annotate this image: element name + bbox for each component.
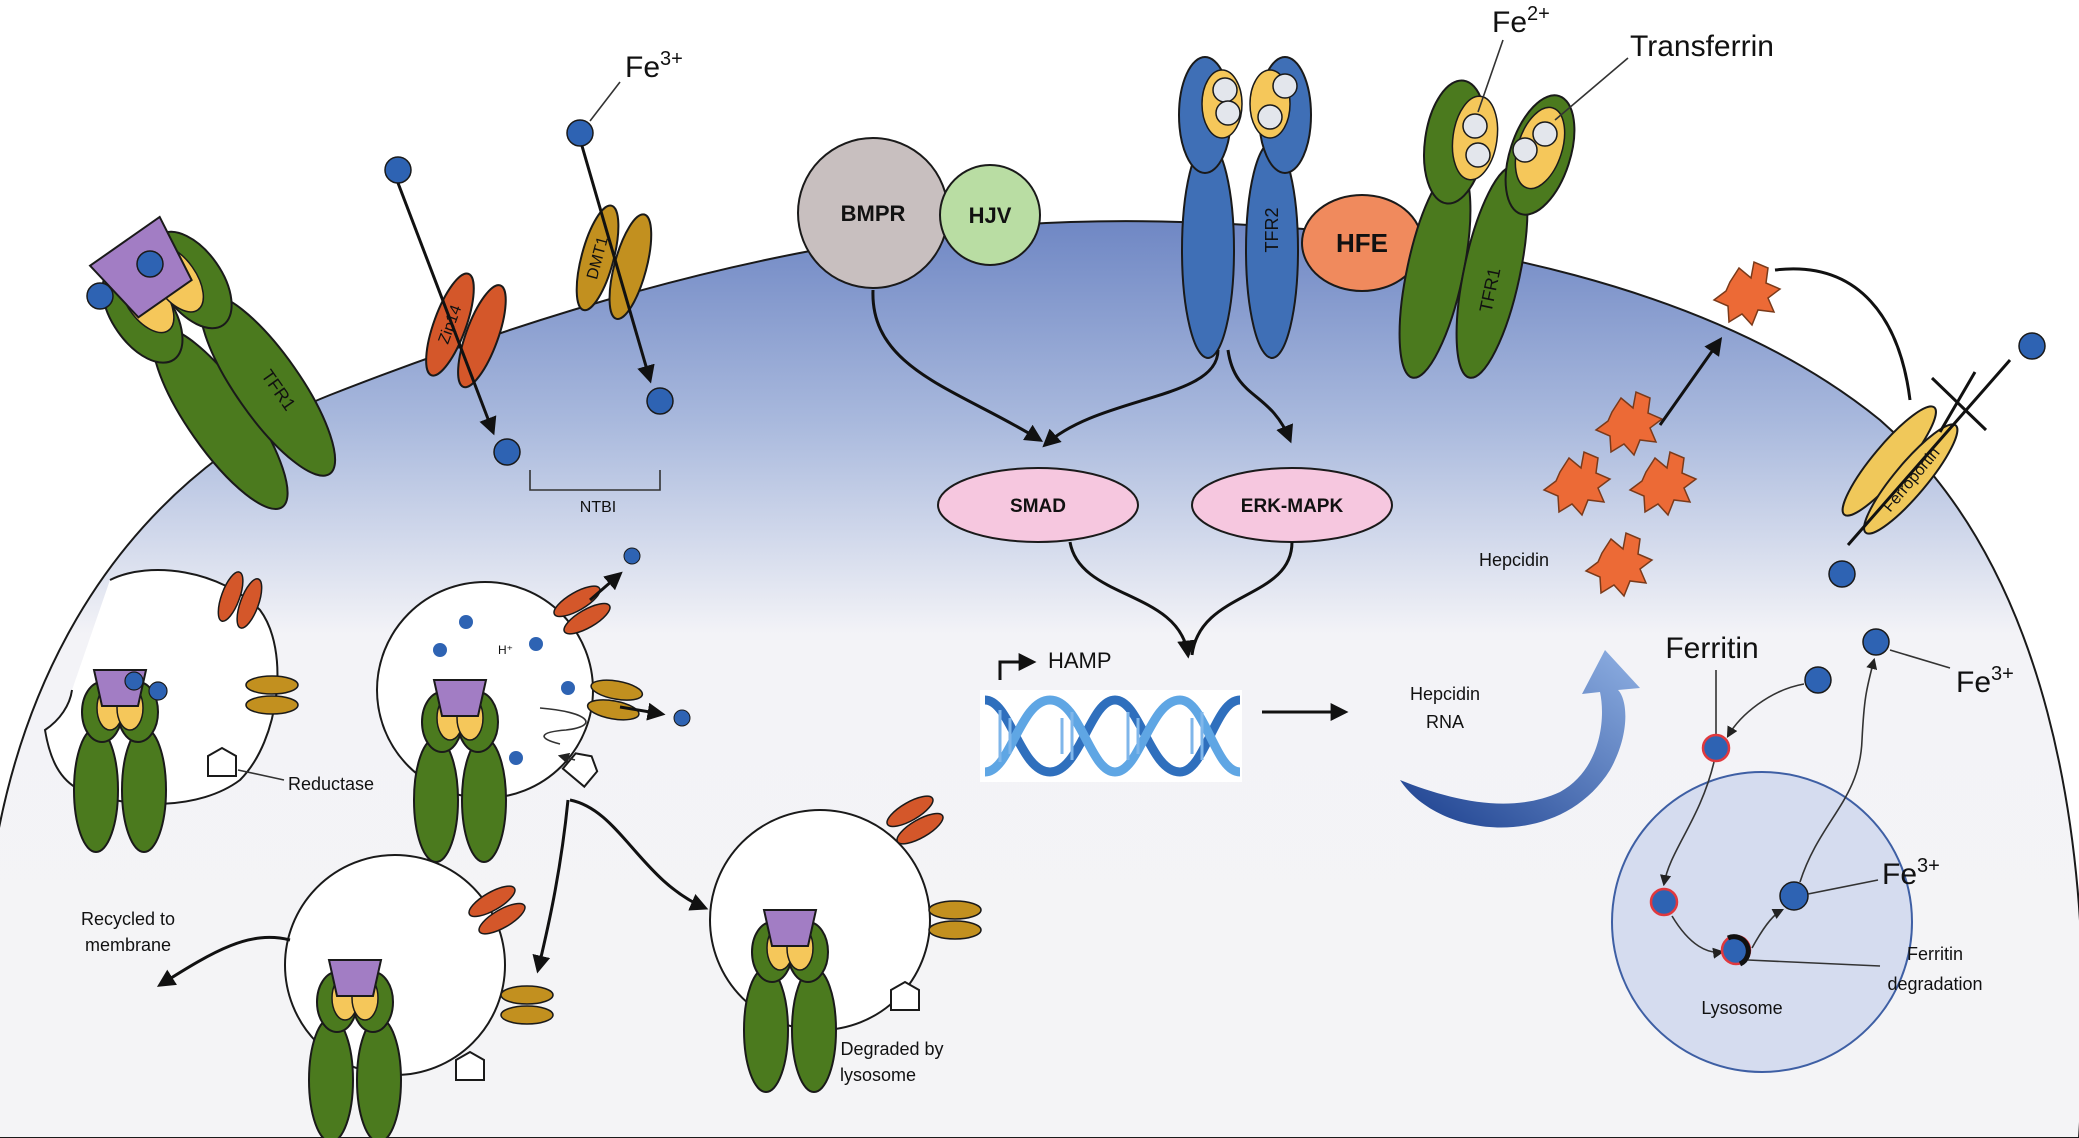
hamp-label: HAMP <box>1048 648 1112 673</box>
ferritin-degradation-arrow <box>1671 915 1725 959</box>
iron-atom <box>86 282 114 310</box>
degraded-label-1: Degraded by <box>840 1039 943 1059</box>
ferroportin-export-path <box>1846 359 2012 546</box>
recycled-label-1: Recycled to <box>81 909 175 929</box>
hepcidin-to-ferroportin-arc <box>1774 267 1912 401</box>
iron-atom <box>623 547 641 565</box>
iron-atom <box>509 751 523 765</box>
iron-atom <box>136 250 164 278</box>
hjv-coreceptor <box>939 164 1041 266</box>
ferritin-into-lysosome-arrow <box>1660 761 1715 887</box>
hfe-label: HFE <box>1336 228 1388 258</box>
iron-release-arrow <box>1751 908 1785 949</box>
hepcidin-rna-label-2: RNA <box>1426 712 1464 732</box>
iron-atom <box>124 671 144 691</box>
recycled-arrow <box>156 935 291 987</box>
released-iron <box>1779 881 1809 911</box>
iron-atom <box>529 637 543 651</box>
hepcidin-peptides <box>1542 260 1782 598</box>
iron-atom <box>459 615 473 629</box>
fe3-lyso-label: Fe3+ <box>1882 855 1940 891</box>
bmpr-to-smad-arrow <box>871 289 1044 442</box>
recycled-label-2: membrane <box>85 935 171 955</box>
ferritin-in-lysosome <box>1649 887 1679 917</box>
tfr1-right-complex: TFR1 <box>1398 79 1576 379</box>
hepcidin-label: Hepcidin <box>1479 550 1549 570</box>
lysosome <box>1611 771 1913 1073</box>
degraded-label-2: lysosome <box>840 1065 916 1085</box>
iron-atom <box>148 681 168 701</box>
iron-release-squiggle <box>539 707 587 745</box>
iron-atom <box>646 387 674 415</box>
tfr1-left-complex: TFR1 <box>88 215 337 510</box>
hjv-label: HJV <box>969 203 1012 228</box>
ntbi-label: NTBI <box>580 499 616 516</box>
zip14-transporter: Zip14 <box>425 272 507 389</box>
iron-atom <box>566 119 594 147</box>
fe3-right-label: Fe3+ <box>1956 663 2014 699</box>
to-recycling-endosome-arrow <box>532 799 570 974</box>
ferritin-degradation-label-1: Ferritin <box>1907 944 1963 964</box>
lysosome-label: Lysosome <box>1701 998 1782 1018</box>
fe2-pointer-line <box>1477 39 1504 113</box>
smad-node <box>937 467 1139 543</box>
tfr2-receptor: TFR2 <box>1178 56 1312 359</box>
fe3-lyso-pointer-line <box>1807 879 1879 895</box>
block-x-1 <box>1930 376 1988 432</box>
tfr2-to-erk-arrow <box>1226 349 1293 444</box>
ferritin-degradation-label-2: degradation <box>1887 974 1982 994</box>
zip14-import-arrow <box>396 182 497 436</box>
tfr2-to-smad-arrow <box>1042 349 1220 448</box>
hepcidin-star <box>1542 450 1612 517</box>
ntbi-bracket <box>529 470 661 491</box>
iron-atom <box>384 156 412 184</box>
degrading-ferritin-cap <box>1726 934 1751 967</box>
iron-atom <box>673 709 691 727</box>
fe3-right-pointer-line <box>1889 649 1951 669</box>
iron-atom <box>433 643 447 657</box>
iron-atom <box>493 438 521 466</box>
iron-atom <box>1828 560 1856 588</box>
iron-to-ferritin-arrow <box>1726 683 1805 738</box>
iron-atom <box>2018 332 2046 360</box>
smad-to-hamp-arrow <box>1068 541 1196 659</box>
tfr2-label: TFR2 <box>1262 208 1282 253</box>
bmpr-label: BMPR <box>841 201 906 226</box>
fe3-pointer-line <box>589 81 621 122</box>
ferritin-label: Ferritin <box>1665 632 1758 665</box>
erk-mapk-label: ERK-MAPK <box>1241 496 1344 517</box>
translation-curved-arrow <box>1400 650 1640 828</box>
hamp-promoter-arrow <box>998 653 1037 680</box>
transferrin-label: Transferrin <box>1630 30 1774 63</box>
iron-atom <box>1862 628 1890 656</box>
hepcidin-rna-label-1: Hepcidin <box>1410 684 1480 704</box>
hepcidin-star <box>1628 450 1698 517</box>
dmt1-import-arrow <box>580 145 655 384</box>
iron-exit-lysosome-arrow <box>1799 657 1878 883</box>
zip14-export-arrow <box>589 571 623 602</box>
fe2-label: Fe2+ <box>1492 3 1550 39</box>
reductase-link-arrow <box>557 752 576 764</box>
to-degradation-endosome-arrow <box>569 798 709 911</box>
block-x-2 <box>1938 371 1977 433</box>
iron-atom <box>1804 666 1832 694</box>
ferritin-degradation-pointer <box>1747 959 1881 967</box>
dmt1-export-arrow <box>619 702 666 721</box>
reductase-pointer <box>237 769 285 781</box>
reductase-label: Reductase <box>288 774 374 794</box>
erk-to-hamp-arrow <box>1190 541 1294 656</box>
hepcidin-secretion-arrow <box>1658 337 1723 426</box>
h-plus-label: H⁺ <box>498 643 513 657</box>
hepcidin-star <box>1712 260 1782 327</box>
hepcidin-star <box>1594 390 1664 457</box>
dna-helix <box>980 690 1242 782</box>
fe3-top-label: Fe3+ <box>625 48 683 84</box>
hepcidin-star <box>1584 531 1654 598</box>
transferrin-pointer-line <box>1554 57 1629 121</box>
smad-label: SMAD <box>1010 496 1066 517</box>
ferritin-bound-iron <box>1701 733 1731 763</box>
iron-atom <box>561 681 575 695</box>
